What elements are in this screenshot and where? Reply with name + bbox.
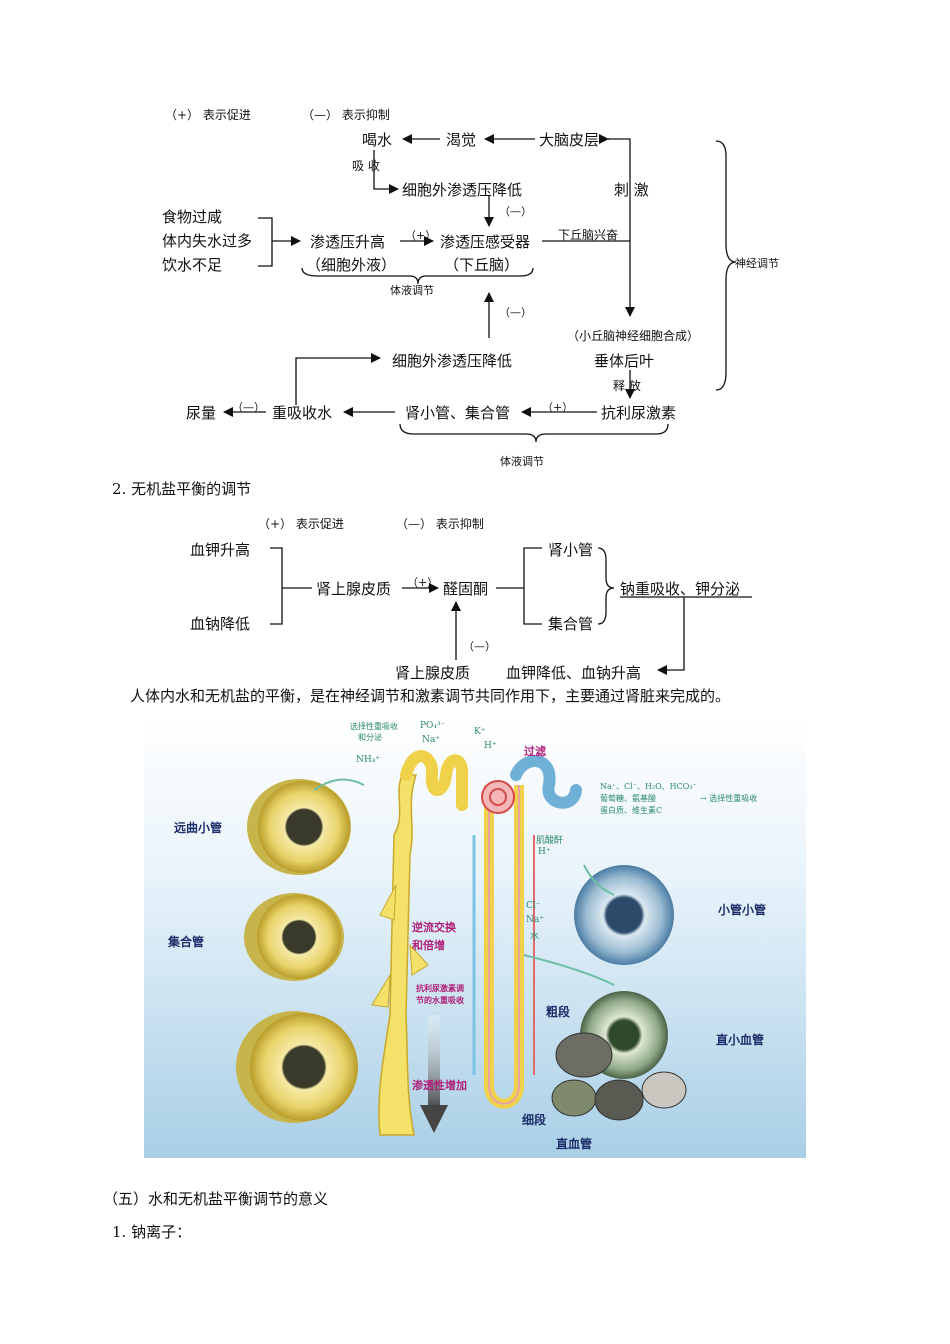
label-creatinine: 肌酸酐 — [536, 836, 564, 846]
release-label: 释 放 — [613, 379, 641, 393]
inhibit-mark-4: （—） — [463, 640, 496, 653]
promote-mark-1: （+） — [405, 229, 437, 242]
na-reabsorb-k-secrete: 钠重吸收、钾分泌 — [620, 580, 741, 598]
aldosterone: 醛固酮 — [443, 580, 489, 598]
legend-promote-2: （+） 表示促进 — [258, 517, 344, 531]
label-ions-right-1: Na⁺、Cl⁻、H₂O、HCO₃⁻ — [600, 782, 697, 791]
neural-regulation: 神经调节 — [735, 257, 779, 270]
label-thick-segment: 粗段 — [546, 1005, 571, 1019]
label-collecting-duct: 集合管 — [168, 935, 205, 949]
collecting-duct: 集合管 — [548, 615, 594, 633]
osm-receptor: 渗透压感受器 — [440, 233, 531, 251]
label-selective-top-1: 选择性重吸收 — [350, 722, 398, 731]
k-down-na-up: 血钾降低、血钠升高 — [506, 664, 642, 682]
label-selective-right: → 选择性重吸收 — [700, 794, 758, 803]
label-countercurrent-2: 和倍增 — [412, 939, 445, 952]
salt-balance-arrows — [270, 547, 752, 675]
label-potassium-top: K⁺ — [474, 727, 486, 737]
legend-inhibit: （—） 表示抑制 — [302, 108, 390, 122]
renal-tubule: 肾小管 — [548, 541, 594, 559]
label-ammonium: NH₄⁺ — [356, 755, 381, 765]
inhibit-mark-2: （—） — [499, 306, 532, 319]
nephron-illustration — [144, 715, 806, 1158]
hypothalamus-label: （下丘脑） — [444, 256, 520, 274]
label-ions-right-2: 葡萄糖、氨基酸 — [600, 794, 656, 803]
thirst: 渴觉 — [446, 131, 477, 149]
item-1-sodium: 1. 钠离子： — [112, 1223, 192, 1241]
label-distal-tubule: 远曲小管 — [174, 821, 223, 835]
cause-low-intake: 饮水不足 — [162, 256, 223, 274]
legend-inhibit-2: （—） 表示抑制 — [396, 517, 484, 531]
label-osmolarity-increase: 渗透性增加 — [412, 1079, 467, 1092]
label-thin-segment: 细段 — [522, 1113, 547, 1127]
reabsorb-water: 重吸收水 — [272, 404, 333, 422]
label-water: 水 — [530, 932, 540, 942]
posterior-pituitary: 垂体后叶 — [594, 352, 655, 370]
osm-up: 渗透压升高 — [310, 233, 386, 251]
k-rise: 血钾升高 — [190, 541, 251, 559]
cause-water-loss: 体内失水过多 — [162, 232, 253, 250]
label-sodium-mid: Na⁺ — [526, 915, 544, 925]
tubule-duct: 肾小管、集合管 — [405, 404, 511, 422]
label-adh-note-1: 抗利尿激素调 — [416, 983, 464, 993]
label-chloride: Cl⁻ — [526, 901, 541, 911]
promote-mark-2: （+） — [542, 401, 574, 414]
section-5-title: （五）水和无机盐平衡调节的意义 — [103, 1190, 329, 1208]
cause-salty-food: 食物过咸 — [162, 208, 223, 226]
ecf-label: （细胞外液） — [306, 256, 397, 274]
label-hydrogen-mid: H⁺ — [538, 847, 551, 857]
neuron-synthesis: （小丘脑神经细胞合成） — [567, 329, 700, 343]
inhibit-mark-3: （—） — [232, 401, 265, 414]
legend-promote: （+） 表示促进 — [165, 108, 251, 122]
label-proximal-tubule: 小管小管 — [718, 903, 767, 917]
hypothalamus-excite: 下丘脑兴奋 — [558, 228, 619, 242]
label-phosphate: PO₄³⁻ — [420, 721, 446, 731]
label-straight-vessel: 直血管 — [556, 1137, 593, 1151]
adrenal-cortex: 肾上腺皮质 — [316, 580, 392, 598]
nephron-figure: 远曲小管 集合管 小管小管 粗段 直小血管 细段 直血管 过滤 逆流交换 和倍增… — [144, 715, 806, 1158]
humoral-regulation-top: 体液调节 — [390, 284, 434, 297]
stimulate-label: 刺 激 — [614, 181, 649, 199]
drink-water: 喝水 — [362, 131, 393, 149]
label-vasa-recta: 直小血管 — [716, 1033, 765, 1047]
adh-hormone: 抗利尿激素 — [601, 404, 677, 422]
label-filtration: 过滤 — [524, 745, 546, 758]
urine-volume: 尿量 — [186, 404, 217, 422]
label-ions-right-3: 蛋白质、维生素C — [600, 806, 663, 815]
ecf-osm-down-bottom: 细胞外渗透压降低 — [392, 352, 513, 370]
humoral-regulation-bottom: 体液调节 — [500, 455, 544, 468]
label-selective-top-2: 和分泌 — [358, 733, 382, 742]
water-balance-arrows — [223, 134, 737, 443]
cerebral-cortex: 大脑皮层 — [539, 131, 600, 149]
summary-paragraph: 人体内水和无机盐的平衡，是在神经调节和激素调节共同作用下，主要通过肾脏来完成的。 — [130, 687, 731, 705]
label-countercurrent-1: 逆流交换 — [412, 921, 456, 934]
label-hydrogen-top: H⁺ — [484, 741, 497, 751]
ecf-osm-down-top: 细胞外渗透压降低 — [402, 181, 523, 199]
label-adh-note-2: 节的水重吸收 — [416, 995, 464, 1005]
label-sodium-top: Na⁺ — [422, 735, 440, 745]
promote-mark-3: （+） — [407, 576, 439, 589]
section-2-title: 2. 无机盐平衡的调节 — [112, 480, 252, 498]
absorb-label: 吸 收 — [352, 159, 380, 173]
adrenal-cortex-bottom: 肾上腺皮质 — [395, 664, 471, 682]
na-drop: 血钠降低 — [190, 615, 251, 633]
inhibit-mark-1: （—） — [499, 205, 532, 218]
